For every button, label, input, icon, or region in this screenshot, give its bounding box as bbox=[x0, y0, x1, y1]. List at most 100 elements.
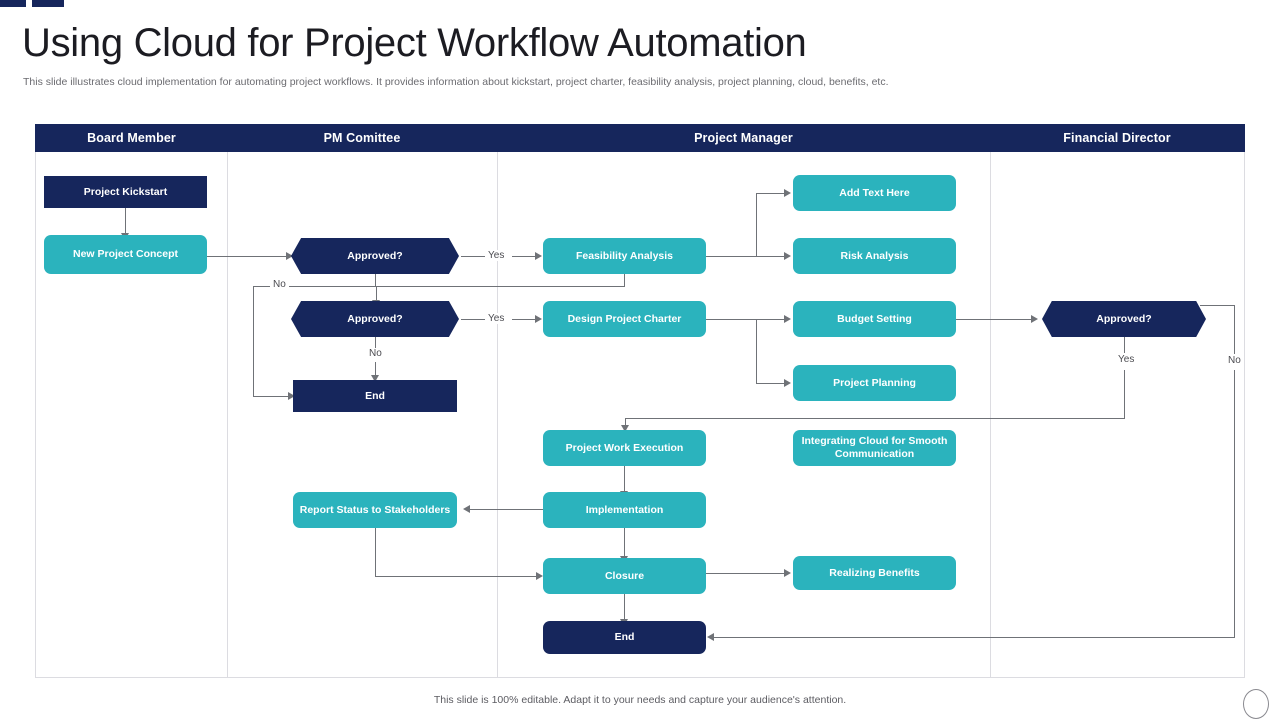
node-project-kickstart[interactable]: Project Kickstart bbox=[44, 176, 207, 208]
node-report-status[interactable]: Report Status to Stakeholders bbox=[293, 492, 457, 528]
node-label: New Project Concept bbox=[72, 248, 179, 260]
node-approved-3[interactable]: Approved? bbox=[1042, 301, 1206, 337]
edge-to-project-planning-arrow bbox=[784, 379, 791, 387]
node-label: Risk Analysis bbox=[840, 249, 909, 262]
node-label: Feasibility Analysis bbox=[575, 249, 674, 262]
edge-to-add-text bbox=[756, 193, 786, 194]
node-implementation[interactable]: Implementation bbox=[543, 492, 706, 528]
lane-divider-3 bbox=[990, 152, 991, 678]
edge-approved1-no-arrow bbox=[288, 392, 295, 400]
edge-approved3-no-v-b bbox=[1234, 370, 1235, 637]
node-end-pm[interactable]: End bbox=[293, 380, 457, 412]
node-label: Approved? bbox=[347, 249, 403, 262]
edge-approved2-yes-arrow bbox=[535, 315, 542, 323]
node-label: Project Kickstart bbox=[83, 185, 168, 198]
swimlane-header-board-member: Board Member bbox=[87, 131, 176, 145]
edge-to-budget-setting bbox=[756, 319, 786, 320]
edge-approved2-no-a bbox=[375, 337, 376, 350]
node-budget-setting[interactable]: Budget Setting bbox=[793, 301, 956, 337]
edge-feasibility-fork-v bbox=[756, 193, 757, 257]
edge-closure-to-end bbox=[624, 594, 625, 622]
swimlane-header-financial-director: Financial Director bbox=[1063, 131, 1171, 145]
edge-to-add-text-arrow bbox=[784, 189, 791, 197]
node-new-project-concept[interactable]: New Project Concept bbox=[44, 235, 207, 274]
edge-closure-to-benefits-arrow bbox=[784, 569, 791, 577]
node-design-project-charter[interactable]: Design Project Charter bbox=[543, 301, 706, 337]
edge-approved1-yes-arrow bbox=[535, 252, 542, 260]
node-label: Budget Setting bbox=[837, 312, 912, 325]
edge-feasibility-to-approved2 bbox=[376, 286, 377, 305]
edge-report-down bbox=[375, 528, 376, 576]
edge-report-to-closure-arrow bbox=[536, 572, 543, 580]
edge-approved1-yes-a bbox=[461, 256, 485, 257]
node-label: Integrating Cloud for Smooth Communicati… bbox=[801, 435, 948, 460]
edge-charter-fork-v bbox=[756, 319, 757, 383]
edge-to-project-planning bbox=[756, 383, 786, 384]
edge-implementation-to-report-arrow bbox=[463, 505, 470, 513]
edge-label-approved3-yes: Yes bbox=[1115, 354, 1138, 365]
node-label: Project Planning bbox=[833, 376, 916, 389]
node-risk-analysis[interactable]: Risk Analysis bbox=[793, 238, 956, 274]
node-feasibility-analysis[interactable]: Feasibility Analysis bbox=[543, 238, 706, 274]
node-closure[interactable]: Closure bbox=[543, 558, 706, 594]
edge-charter-right bbox=[706, 319, 756, 320]
edge-approved3-no-arrow bbox=[707, 633, 714, 641]
node-realizing-benefits[interactable]: Realizing Benefits bbox=[793, 556, 956, 590]
page-subtitle: This slide illustrates cloud implementat… bbox=[23, 76, 889, 88]
edge-feasibility-down bbox=[624, 274, 625, 286]
node-approved-2[interactable]: Approved? bbox=[291, 301, 459, 337]
edge-implementation-to-closure bbox=[624, 528, 625, 558]
edge-approved2-yes-b bbox=[512, 319, 538, 320]
edge-approved3-yes-left bbox=[625, 418, 1125, 419]
edge-execution-to-implementation bbox=[624, 466, 625, 493]
circle-placeholder-icon bbox=[1243, 689, 1269, 719]
edge-concept-to-approved1-arrow bbox=[286, 252, 293, 260]
node-label: Implementation bbox=[585, 503, 664, 516]
edge-approved2-no-b bbox=[375, 362, 376, 378]
edge-label-approved2-yes: Yes bbox=[485, 313, 508, 324]
edge-approved2-no-arrow bbox=[371, 375, 379, 382]
footer-note: This slide is 100% editable. Adapt it to… bbox=[433, 694, 847, 706]
edge-approved1-no-stub bbox=[375, 274, 376, 286]
node-label: Add Text Here bbox=[839, 186, 910, 199]
node-label: Design Project Charter bbox=[567, 312, 682, 325]
edge-to-risk-analysis-arrow bbox=[784, 252, 791, 260]
edge-approved1-no-v bbox=[253, 286, 254, 396]
accent-bar bbox=[0, 0, 64, 7]
swimlane-header-row bbox=[35, 124, 1245, 152]
node-add-text-here[interactable]: Add Text Here bbox=[793, 175, 956, 211]
edge-approved3-yes-arrow bbox=[621, 425, 629, 432]
node-label: End bbox=[365, 389, 385, 402]
swimlane-frame bbox=[35, 124, 1245, 678]
edge-kickstart-to-concept bbox=[125, 208, 126, 235]
swimlane-header-project-manager: Project Manager bbox=[694, 131, 793, 145]
edge-approved3-yes-b bbox=[1124, 370, 1125, 418]
node-project-planning[interactable]: Project Planning bbox=[793, 365, 956, 401]
edge-to-risk-analysis bbox=[756, 256, 786, 257]
lane-divider-2 bbox=[497, 152, 498, 678]
edge-feasibility-left bbox=[376, 286, 625, 287]
edge-feasibility-right bbox=[706, 256, 756, 257]
accent-bar-notch bbox=[26, 0, 32, 7]
edge-budget-to-approved3-arrow bbox=[1031, 315, 1038, 323]
edge-approved1-yes-b bbox=[512, 256, 538, 257]
node-label: End bbox=[614, 631, 635, 643]
node-end-final[interactable]: End bbox=[543, 621, 706, 654]
edge-approved3-yes-a bbox=[1124, 337, 1125, 353]
edge-label-approved1-yes: Yes bbox=[485, 250, 508, 261]
node-label: Project Work Execution bbox=[565, 441, 684, 454]
node-project-work-execution[interactable]: Project Work Execution bbox=[543, 430, 706, 466]
node-label: Report Status to Stakeholders bbox=[299, 503, 451, 516]
node-integrating-cloud[interactable]: Integrating Cloud for Smooth Communicati… bbox=[793, 430, 956, 466]
node-approved-1[interactable]: Approved? bbox=[291, 238, 459, 274]
edge-approved1-no-into-end bbox=[253, 396, 293, 397]
node-label: Approved? bbox=[1096, 312, 1152, 325]
edge-approved3-no-h bbox=[1200, 305, 1234, 306]
lane-divider-1 bbox=[227, 152, 228, 678]
node-label: Closure bbox=[604, 569, 645, 582]
edge-label-approved1-no: No bbox=[270, 279, 289, 290]
edge-budget-to-approved3 bbox=[956, 319, 1034, 320]
swimlane-header-pm-comittee: PM Comittee bbox=[323, 131, 401, 145]
edge-label-approved2-no: No bbox=[366, 348, 385, 359]
edge-label-approved3-no: No bbox=[1225, 355, 1244, 366]
